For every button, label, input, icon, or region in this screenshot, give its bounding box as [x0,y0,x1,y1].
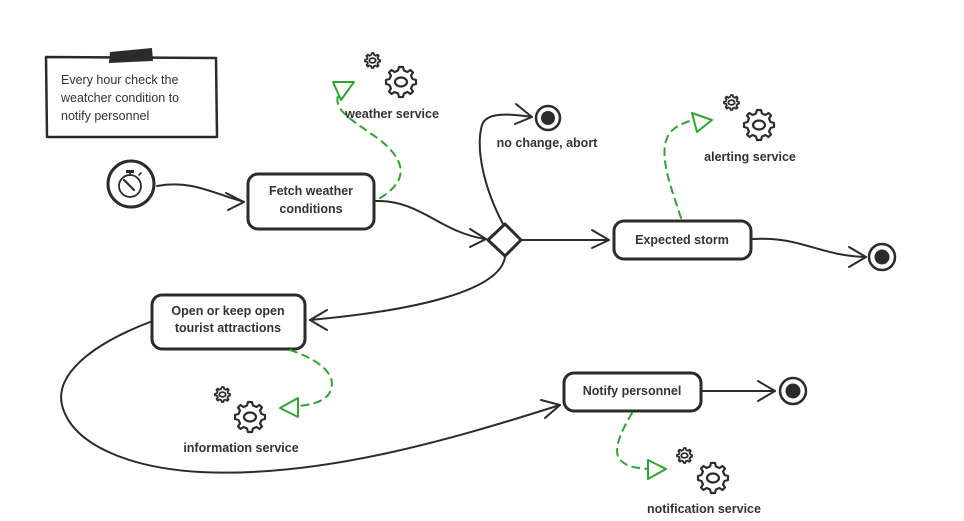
note-line-3: notify personnel [61,109,149,123]
service-information[interactable]: information service [183,386,299,455]
service-link-alerting [663,112,713,219]
activity-storm-label: Expected storm [635,233,729,247]
gears-icon [723,94,776,142]
start-timer-node[interactable] [106,159,156,209]
service-alerting[interactable]: alerting service [704,94,796,164]
service-weather[interactable]: weather service [344,52,439,121]
note-line-1: Every hour check the [61,73,178,87]
activity-expected-storm[interactable]: Expected storm [612,219,753,261]
tape-icon [109,48,153,63]
activity-fetch-weather[interactable]: Fetch weather conditions [246,172,376,231]
note: Every hour check the weatcher condition … [44,48,219,139]
dependency-arrowhead [647,459,667,480]
end-node-abort[interactable] [534,104,562,132]
flow-open-to-notify [60,321,561,474]
activity-fetch-label-1: Fetch weather [269,184,353,198]
dependency-arrowhead [279,397,299,418]
flow-decision-to-storm [521,229,610,249]
service-link-information [279,349,333,418]
flow-notify-to-end [702,380,776,402]
service-notification[interactable]: notification service [647,447,761,516]
activity-fetch-label-2: conditions [279,202,342,216]
activity-open-label-1: Open or keep open [171,304,284,318]
decision-diamond[interactable] [486,222,523,258]
note-line-2: weatcher condition to [60,91,179,105]
end-node-abort-label: no change, abort [497,136,599,150]
flow-decision-to-abort [478,103,533,225]
gears-icon [214,386,267,434]
end-node-storm[interactable] [867,242,897,272]
service-link-notification [616,412,667,480]
activity-notify-label: Notify personnel [583,384,682,398]
activity-notify-personnel[interactable]: Notify personnel [562,371,703,413]
note-frame [44,55,219,139]
service-information-label: information service [183,441,298,455]
flow-fetch-to-decision [375,199,487,248]
flow-decision-to-open [309,256,506,331]
service-alerting-label: alerting service [704,150,796,164]
activity-open-label-2: tourist attractions [175,321,281,335]
gears-icon [364,52,418,99]
flow-storm-to-end [752,237,867,268]
dependency-arrowhead [691,112,713,133]
stopwatch-icon [118,170,142,198]
service-weather-label: weather service [344,107,439,121]
dependency-arrowhead [332,81,355,101]
flow-start-to-fetch [156,183,245,211]
activity-open-attractions[interactable]: Open or keep open tourist attractions [150,293,307,351]
gears-icon [676,447,730,495]
service-notification-label: notification service [647,502,761,516]
service-link-weather [332,81,402,199]
end-node-notify[interactable] [778,376,808,406]
